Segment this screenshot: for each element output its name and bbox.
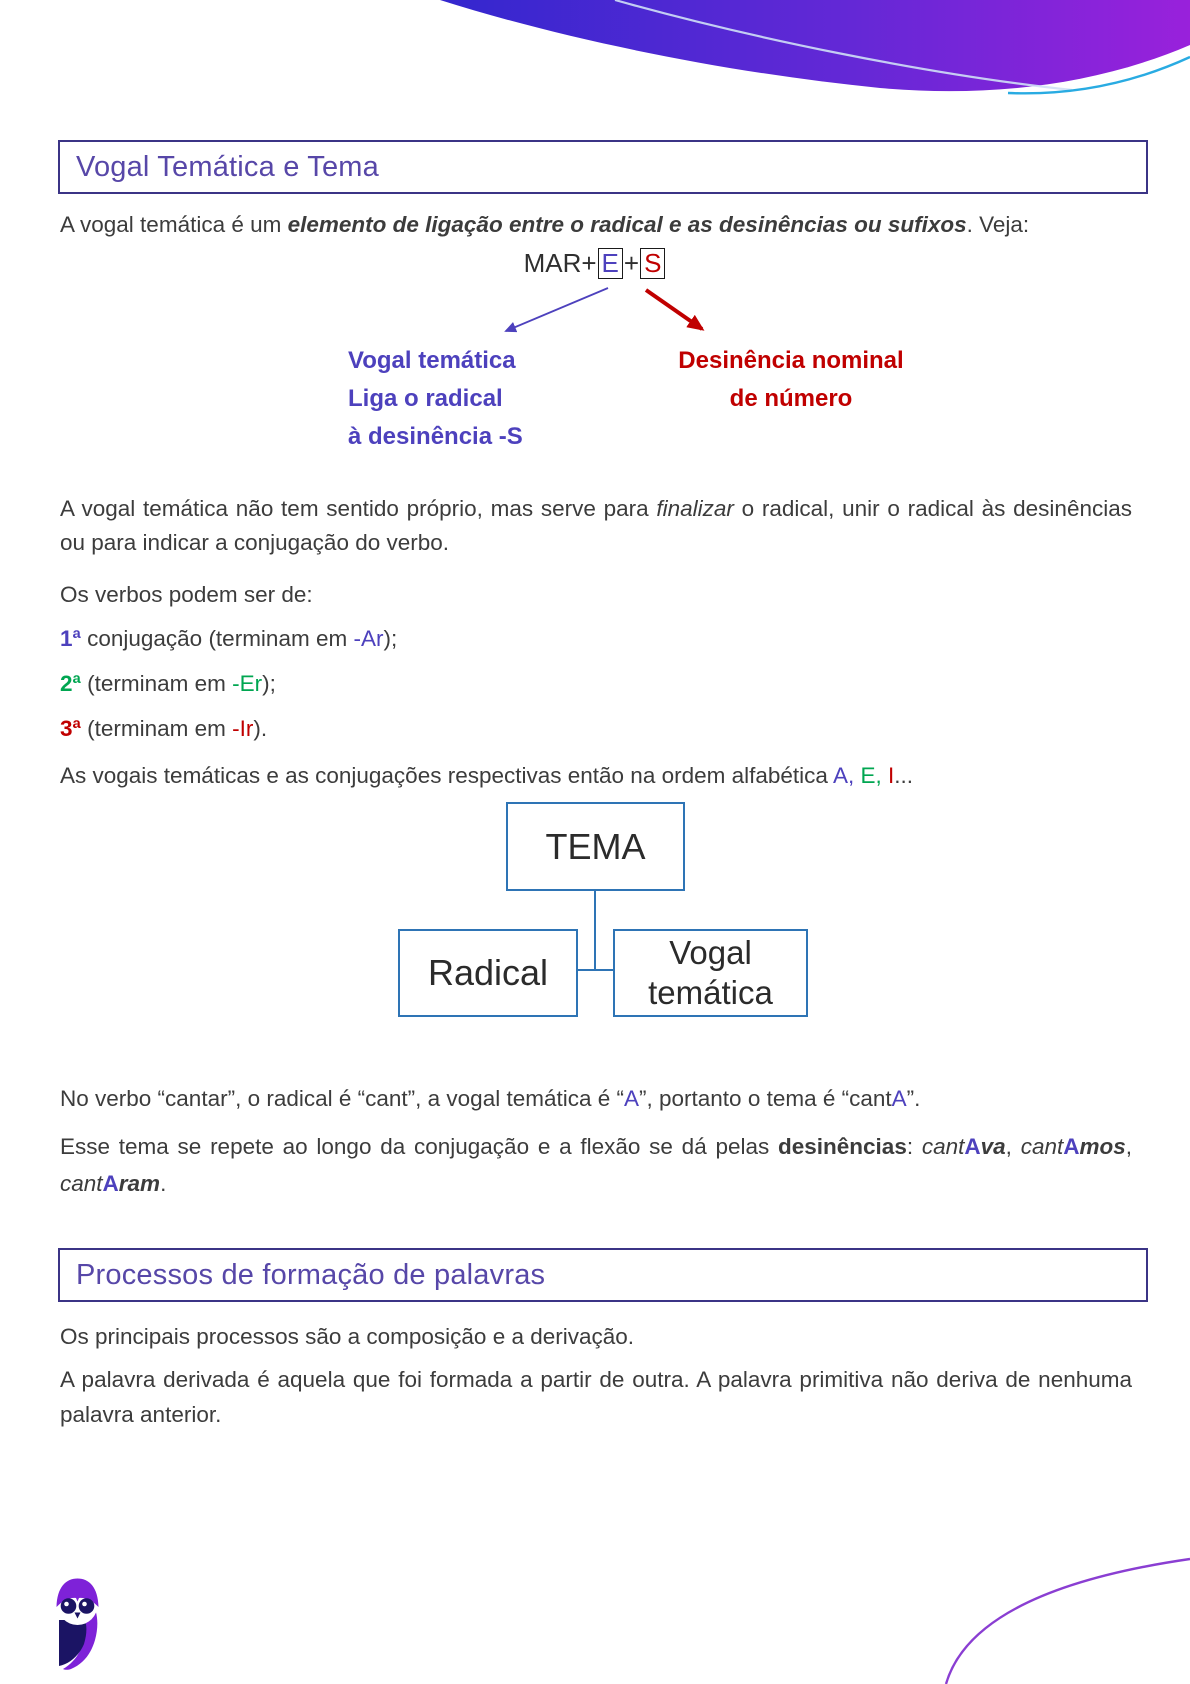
- text-run: A vogal temática é um: [60, 212, 288, 237]
- text-run: +: [623, 248, 640, 278]
- tree-connector-vertical: [594, 891, 596, 971]
- text-run: o radical, unir o radical às desinências…: [60, 496, 1132, 555]
- text-run: MAR+: [523, 248, 597, 278]
- wave-blob: [440, 0, 1190, 92]
- tree-box-tema: TEMA: [506, 802, 685, 891]
- paragraph-sentido-proprio: A vogal temática não tem sentido próprio…: [60, 492, 1132, 560]
- text-run: A: [624, 1086, 640, 1111]
- owl-beak: [74, 1612, 81, 1619]
- paragraph-verbos-podem-ser: Os verbos podem ser de:: [60, 582, 313, 607]
- section-title-box-processos: Processos de formação de palavras: [58, 1248, 1148, 1302]
- label-vogal-tematica: Vogal temática Liga o radical à desinênc…: [348, 342, 523, 456]
- text-run: :: [906, 1134, 922, 1159]
- tree-box-label: Vogal temática: [648, 934, 773, 1011]
- tree-box-vogal-tematica: Vogal temática: [613, 929, 808, 1017]
- text-run: (terminam em: [80, 671, 233, 696]
- owl-right-eye: [78, 1598, 95, 1614]
- text-run: . Veja:: [966, 212, 1030, 237]
- tree-box-label: TEMA: [545, 825, 646, 867]
- paragraph-intro: A vogal temática é um elemento de ligaçã…: [60, 208, 1132, 242]
- text-run: desinências: [778, 1134, 907, 1159]
- text-run: ...: [894, 763, 914, 788]
- paragraph-ordem-alfabetica: As vogais temáticas e as conjugações res…: [60, 759, 1132, 793]
- text-run: ,: [1005, 1134, 1021, 1159]
- owl-left-eye: [60, 1598, 77, 1614]
- text-run: A: [1063, 1134, 1080, 1159]
- text-run: S: [640, 248, 666, 280]
- tree-box-label: Radical: [427, 952, 549, 993]
- text-run: conjugação (terminam em: [80, 626, 354, 651]
- text-run: E,: [860, 763, 882, 788]
- corner-arc-decoration: [944, 1557, 1190, 1684]
- tree-box-radical: Radical: [398, 929, 578, 1017]
- section-title: Vogal Temática e Tema: [76, 150, 379, 183]
- corner-arc-line: [944, 1557, 1190, 1684]
- text-run: ram: [118, 1171, 161, 1196]
- owl-body: [59, 1620, 87, 1666]
- text-run: 1ª: [60, 626, 81, 651]
- list-item-2a-conjugacao: 2ª (terminam em -Er);: [60, 667, 1132, 701]
- text-run: elemento de ligação entre o radical e as…: [287, 212, 967, 237]
- label-line: Liga o radical: [348, 385, 503, 412]
- section-title-box-vogal-tematica: Vogal Temática e Tema: [58, 140, 1148, 194]
- text-run: -Ar: [353, 626, 384, 651]
- label-line: Desinência nominal: [678, 347, 904, 374]
- text-run: ”, portanto o tema é “cant: [639, 1086, 892, 1111]
- text-run: cant: [1020, 1134, 1064, 1159]
- text-run: ,: [1125, 1134, 1132, 1159]
- text-run: A: [102, 1171, 119, 1196]
- text-run: 3ª: [60, 716, 81, 741]
- tree-connector-horizontal: [578, 969, 613, 971]
- paragraph-principais-processos: Os principais processos são a composição…: [60, 1324, 635, 1349]
- text-run: ).: [253, 716, 268, 741]
- paragraph-tema-repete: Esse tema se repete ao longo da conjugaç…: [60, 1128, 1132, 1202]
- text-run: -Ir: [232, 716, 254, 741]
- paragraph-verbo-cantar: No verbo “cantar”, o radical é “cant”, a…: [60, 1082, 1132, 1116]
- wave-cyan-line: [1007, 55, 1190, 95]
- owl-left-pupil: [64, 1601, 69, 1607]
- formula-arrows: [504, 287, 705, 333]
- text-run: (terminam em: [80, 716, 233, 741]
- text-run: A,: [832, 763, 855, 788]
- arrow-to-desinencia: [644, 288, 705, 331]
- formula-mar-e-s: MAR+E+S: [0, 248, 1190, 280]
- text-run: -Er: [232, 671, 263, 696]
- text-run: cant: [921, 1134, 965, 1159]
- text-run: finalizar: [656, 496, 734, 521]
- label-line: Vogal temática: [348, 347, 516, 374]
- section-title: Processos de formação de palavras: [76, 1258, 546, 1291]
- text-run: Esse tema se repete ao longo da conjugaç…: [60, 1134, 779, 1159]
- wave-white-line: [614, 0, 1073, 92]
- list-item-1a-conjugacao: 1ª conjugação (terminam em -Ar);: [60, 622, 1132, 656]
- text-run: cant: [60, 1171, 103, 1196]
- text-run: );: [262, 671, 276, 696]
- text-run: A vogal temática não tem sentido próprio…: [60, 496, 657, 521]
- list-item-3a-conjugacao: 3ª (terminam em -Ir).: [60, 712, 1132, 746]
- text-run: I: [888, 763, 895, 788]
- text-run: No verbo “cantar”, o radical é “cant”, a…: [60, 1086, 624, 1111]
- text-run: ”.: [906, 1086, 921, 1111]
- text-run: 2ª: [60, 671, 81, 696]
- text-run: .: [160, 1171, 167, 1196]
- label-line: à desinência -S: [348, 423, 523, 450]
- arrow-to-vogal-tematica: [504, 287, 609, 333]
- owl-right-pupil: [82, 1601, 87, 1607]
- text-run: va: [980, 1134, 1006, 1159]
- text-run: );: [383, 626, 398, 651]
- text-run: mos: [1079, 1134, 1126, 1159]
- text-run: As vogais temáticas e as conjugações res…: [60, 763, 833, 788]
- text-run: A: [891, 1086, 907, 1111]
- owl-head-cap: [56, 1578, 99, 1607]
- text-run: A: [964, 1134, 981, 1159]
- paragraph-palavra-derivada: A palavra derivada é aquela que foi form…: [60, 1367, 1132, 1427]
- label-line: de número: [729, 385, 853, 412]
- owl-logo: [56, 1578, 99, 1670]
- header-wave-decoration: [440, 0, 1190, 95]
- text-run: E: [597, 248, 623, 280]
- label-desinencia-nominal: Desinência nominal de número: [676, 342, 906, 418]
